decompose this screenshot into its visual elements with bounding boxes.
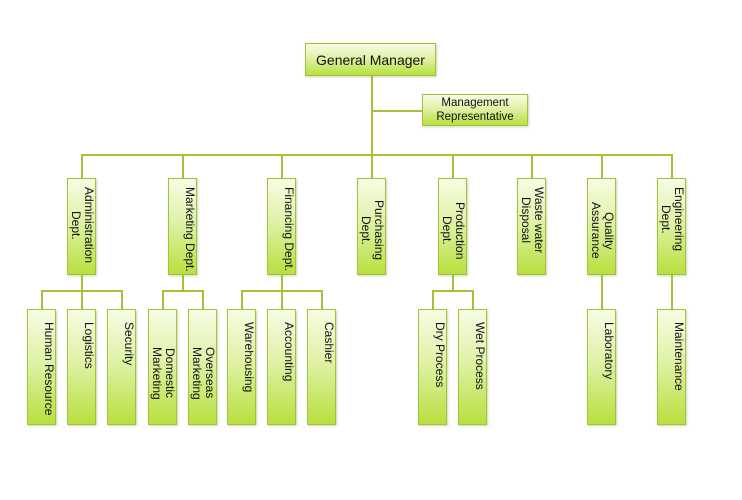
node-administration-dept[interactable]: Administration Dept. [67, 178, 96, 275]
connector-dept [182, 154, 184, 178]
node-wet-process[interactable]: Wet Process [458, 309, 487, 425]
connector-sub-bus [162, 290, 203, 292]
connector-dept [371, 154, 373, 178]
node-purchasing-dept[interactable]: Purchasing Dept. [357, 178, 386, 275]
connector-sub [432, 290, 434, 309]
node-logistics[interactable]: Logistics [67, 309, 96, 425]
connector-sub-trunk [671, 275, 673, 290]
node-label: Wet Process [473, 322, 487, 390]
node-label: Marketing Dept. [183, 187, 197, 272]
node-warehousing[interactable]: Warehousing [227, 309, 256, 425]
connector-dept [531, 154, 533, 178]
connector-dept [671, 154, 673, 178]
node-security[interactable]: Security [107, 309, 136, 425]
connector-sub [241, 290, 243, 309]
connector-sub-trunk [601, 275, 603, 290]
node-label: Maintenance [672, 322, 686, 391]
node-quality-assurance-dept[interactable]: Quality Assurance Dept. [587, 178, 616, 275]
connector-sub-trunk [452, 275, 454, 290]
node-production-dept[interactable]: Production Dept. [438, 178, 467, 275]
connector-dept [452, 154, 454, 178]
node-label: Administration Dept. [69, 187, 96, 264]
node-label: Logistics [82, 322, 96, 369]
node-label: Accounting [282, 322, 296, 382]
connector-sub [41, 290, 43, 309]
connector-sub-trunk [81, 275, 83, 290]
node-label: General Manager [316, 51, 425, 68]
connector-sub [121, 290, 123, 309]
node-dry-process[interactable]: Dry Process [418, 309, 447, 425]
connector-dept-bus [81, 154, 672, 156]
connector-sub [321, 290, 323, 309]
node-label: Domestic Marketing [150, 346, 177, 400]
node-cashier[interactable]: Cashier [307, 309, 336, 425]
node-label: Overseas Marketing [190, 346, 217, 400]
connector-assistant [371, 110, 422, 112]
node-general-manager[interactable]: General Manager [305, 43, 436, 76]
node-label: Waste water Disposal [519, 187, 546, 254]
node-engineering-dept[interactable]: Engineering Dept. [657, 178, 686, 275]
node-label: Management Representative [436, 97, 514, 123]
node-accounting[interactable]: Accounting [267, 309, 296, 425]
node-waste-water-disposal[interactable]: Waste water Disposal [517, 178, 546, 275]
connector-sub [202, 290, 204, 309]
node-label: Purchasing Dept. [359, 200, 386, 261]
node-human-resource[interactable]: Human Resource [27, 309, 56, 425]
connector-dept [81, 154, 83, 178]
connector-sub [81, 290, 83, 309]
connector-sub [671, 290, 673, 309]
node-marketing-dept[interactable]: Marketing Dept. [168, 178, 197, 275]
node-management-representative[interactable]: Management Representative [422, 94, 528, 126]
node-label: Dry Process [433, 322, 447, 388]
node-label: Warehousing [242, 322, 256, 393]
node-laboratory[interactable]: Laboratory [587, 309, 616, 425]
node-label: Laboratory [602, 322, 616, 380]
connector-sub [601, 290, 603, 309]
connector-sub-bus [432, 290, 473, 292]
node-label: Security [122, 322, 136, 366]
connector-sub-trunk [281, 275, 283, 290]
node-label: Human Resource [42, 322, 56, 416]
node-financing-dept[interactable]: Financing Dept. [267, 178, 296, 275]
connector-sub-trunk [182, 275, 184, 290]
node-label: Engineering Dept. [659, 187, 686, 252]
connector-dept [601, 154, 603, 178]
connector-dept [281, 154, 283, 178]
connector-root-trunk [371, 76, 373, 178]
node-label: Cashier [322, 322, 336, 364]
node-domestic-marketing[interactable]: Domestic Marketing [148, 309, 177, 425]
node-label: Financing Dept. [282, 187, 296, 272]
node-overseas-marketing[interactable]: Overseas Marketing [188, 309, 217, 425]
node-maintenance[interactable]: Maintenance [657, 309, 686, 425]
node-label: Production Dept. [440, 201, 467, 260]
connector-sub [472, 290, 474, 309]
connector-sub [162, 290, 164, 309]
node-label: Quality Assurance Dept. [587, 202, 616, 259]
connector-sub [281, 290, 283, 309]
